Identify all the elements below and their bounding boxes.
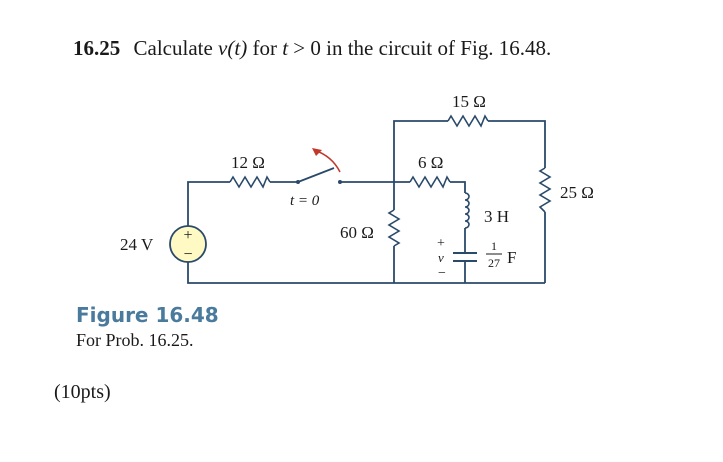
resistor-6-symbol	[409, 175, 451, 189]
problem-statement: 16.25 Calculate v(t) for t > 0 in the ci…	[73, 36, 551, 61]
resistor-15-symbol	[447, 114, 489, 128]
v-plus: +	[437, 236, 445, 251]
points-label: (10pts)	[54, 381, 111, 403]
problem-number: 16.25	[73, 36, 121, 60]
resistor-25-label: 25 Ω	[560, 183, 594, 202]
problem-v-of-t: v(t)	[218, 36, 248, 60]
v-label: v	[438, 250, 444, 265]
problem-text-1: Calculate	[133, 36, 213, 60]
switch-pivot	[296, 180, 300, 184]
problem-text-2: for	[252, 36, 277, 60]
problem-t-var: t	[282, 36, 289, 60]
resistor-25-symbol	[538, 167, 552, 213]
switch	[296, 148, 342, 184]
resistor-60-label: 60 Ω	[340, 223, 374, 242]
switch-blade	[297, 167, 335, 183]
source-plus: +	[183, 227, 192, 244]
circuit-wires	[187, 120, 546, 284]
wire-bottom-rail	[187, 262, 545, 284]
figure-caption: For Prob. 16.25.	[76, 330, 194, 350]
wire-15-left	[393, 120, 448, 182]
inductor-label: 3 H	[484, 207, 509, 226]
source-circle	[169, 225, 207, 263]
wire-6-L	[450, 181, 466, 193]
resistor-60-symbol	[387, 209, 401, 247]
wire-15-right	[488, 120, 546, 168]
resistor-6-label: 6 Ω	[418, 153, 443, 172]
switch-label: t = 0	[290, 193, 320, 209]
figure-title: Figure 16.48	[76, 303, 219, 327]
capacitor-denominator: 27	[488, 256, 500, 270]
capacitor-numerator: 1	[491, 239, 497, 253]
resistor-12-label: 12 Ω	[231, 153, 265, 172]
resistor-12-symbol	[229, 175, 271, 189]
capacitor-unit: F	[507, 248, 516, 267]
source-label: 24 V	[120, 235, 154, 254]
resistor-15-label: 15 Ω	[452, 92, 486, 111]
source-minus: −	[183, 246, 192, 263]
problem-text-3: > 0 in the circuit of Fig. 16.48.	[293, 36, 552, 60]
switch-contact	[338, 180, 342, 184]
wire-left-top	[187, 181, 230, 226]
voltage-source: + −	[169, 225, 207, 263]
inductor-symbol	[464, 192, 470, 229]
switch-arrow-head	[312, 148, 322, 156]
v-minus: −	[438, 266, 446, 281]
